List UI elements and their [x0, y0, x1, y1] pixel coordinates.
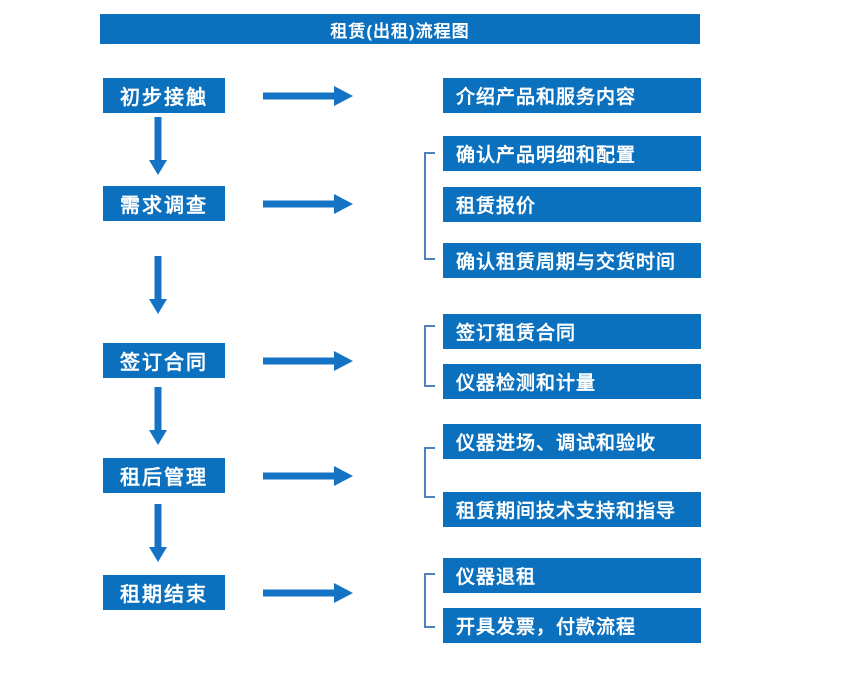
detail-label: 确认产品明细和配置 [456, 145, 637, 166]
detail-box-sign-rental-contract: 签订租赁合同 [443, 314, 701, 349]
step-box-demand-survey: 需求调查 [103, 186, 225, 221]
down-arrow-icon [149, 387, 167, 445]
bracket-connector [424, 573, 435, 628]
detail-box-tech-support: 租赁期间技术支持和指导 [443, 492, 701, 527]
right-arrow-icon [263, 466, 353, 486]
right-arrow-icon [263, 86, 353, 106]
detail-box-confirm-config: 确认产品明细和配置 [443, 136, 701, 171]
right-arrow-icon [263, 351, 353, 371]
step-label: 签订合同 [120, 352, 208, 374]
page-title: 租赁(出租)流程图 [100, 14, 700, 44]
detail-label: 开具发票，付款流程 [456, 617, 637, 638]
detail-label: 租赁期间技术支持和指导 [456, 501, 677, 522]
down-arrow-icon [149, 117, 167, 175]
bracket-connector [424, 152, 435, 260]
detail-box-instrument-setup: 仪器进场、调试和验收 [443, 424, 701, 459]
detail-label: 租赁报价 [456, 196, 537, 217]
step-label: 初步接触 [120, 87, 208, 109]
step-label: 租期结束 [120, 584, 208, 606]
step-box-sign-contract: 签订合同 [103, 343, 225, 378]
down-arrow-icon [149, 256, 167, 314]
step-label: 需求调查 [120, 195, 208, 217]
detail-box-invoice-payment: 开具发票，付款流程 [443, 608, 701, 643]
detail-box-rental-quote: 租赁报价 [443, 187, 701, 222]
step-label: 租后管理 [120, 467, 208, 489]
bracket-connector [424, 447, 435, 498]
bracket-connector [424, 325, 435, 387]
right-arrow-icon [263, 194, 353, 214]
right-arrow-icon [263, 583, 353, 603]
page-title-label: 租赁(出租)流程图 [330, 21, 470, 41]
detail-label: 仪器检测和计量 [456, 373, 597, 394]
detail-box-instrument-return: 仪器退租 [443, 558, 701, 593]
detail-label: 仪器进场、调试和验收 [456, 433, 657, 454]
step-box-post-rental-mgmt: 租后管理 [103, 458, 225, 493]
step-box-initial-contact: 初步接触 [103, 78, 225, 113]
detail-box-introduce-products: 介绍产品和服务内容 [443, 78, 701, 113]
detail-label: 仪器退租 [456, 567, 537, 588]
detail-label: 确认租赁周期与交货时间 [456, 252, 677, 273]
detail-label: 介绍产品和服务内容 [456, 87, 637, 108]
detail-label: 签订租赁合同 [456, 323, 577, 344]
down-arrow-icon [149, 504, 167, 562]
step-box-lease-end: 租期结束 [103, 575, 225, 610]
detail-box-instrument-testing: 仪器检测和计量 [443, 364, 701, 399]
detail-box-confirm-period: 确认租赁周期与交货时间 [443, 243, 701, 278]
